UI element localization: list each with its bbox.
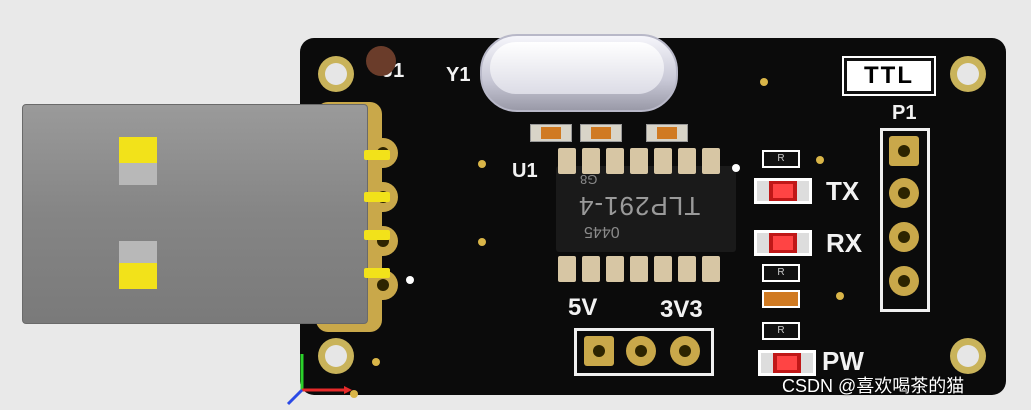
chip-pad [606,148,624,174]
resistor-rx: R [762,264,800,282]
chip-pad [630,148,648,174]
usb-pin1-dot [406,276,414,284]
crystal-y1-top [490,42,664,94]
via [760,78,768,86]
power-jumper-pin-1 [584,336,614,366]
fiducial-marker [366,46,396,76]
usb-connector [22,104,368,324]
chip-pad [654,256,672,282]
xyz-axis-icon [286,354,352,406]
resistor-tx: R [762,150,800,168]
led-rx [754,230,812,256]
capacitor-c3 [646,124,688,142]
usb-contact-2-base [119,241,157,263]
resistor-mark: R [777,325,785,336]
led-pw [758,350,816,376]
via [478,160,486,168]
capacitor-c2 [580,124,622,142]
pcb-board: J1 Y1 U1 TTL P1 G8 TLP291-4 0445 R R [300,34,1006,398]
chip-u1: G8 TLP291-4 0445 [556,166,736,252]
p1-pin-4 [889,266,919,296]
chip-pad [558,256,576,282]
chip-date-code: 0445 [584,223,620,240]
p1-pin-2 [889,178,919,208]
mount-hole-top-right [950,56,986,92]
resistor-mark: R [777,153,785,164]
resistor-pw: R [762,322,800,340]
power-jumper-outline [574,328,714,376]
power-jumper-pin-3 [670,336,700,366]
label-y1: Y1 [446,64,471,86]
usb-leg [364,192,390,202]
chip-pad [678,148,696,174]
via [478,238,486,246]
p1-pin-3 [889,222,919,252]
resistor-mark: R [777,267,785,278]
chip-pad [702,148,720,174]
label-5v: 5V [568,294,598,321]
usb-leg [364,150,390,160]
chip-pad [630,256,648,282]
label-pw: PW [822,346,864,376]
chip-pad [606,256,624,282]
usb-leg [364,230,390,240]
label-p1: P1 [892,102,917,124]
pin1-dot [732,164,740,172]
via [816,156,824,164]
label-3v3: 3V3 [660,296,703,323]
mount-hole-top-left [318,56,354,92]
power-jumper-pin-2 [626,336,656,366]
label-ttl: TTL [864,62,914,89]
via [372,358,380,366]
usb-leg [364,268,390,278]
watermark: CSDN @喜欢喝茶的猫 [782,376,965,396]
chip-pad [654,148,672,174]
led-tx [754,178,812,204]
label-rx: RX [826,228,863,258]
chip-pad [582,148,600,174]
chip-sub-mark: G8 [580,172,598,187]
usb-contact-1-base [119,163,157,185]
ttl-label-box: TTL [844,58,934,94]
p1-header-outline [880,128,930,312]
chip-part-number: TLP291-4 [578,191,701,221]
label-tx: TX [826,176,860,206]
capacitor-c1 [530,124,572,142]
via [836,292,844,300]
chip-pad [558,148,576,174]
via [350,390,358,398]
p1-pin-1 [889,136,919,166]
label-u1: U1 [512,160,538,182]
chip-pad [678,256,696,282]
resistor-mid [762,290,800,308]
mount-hole-bottom-right [950,338,986,374]
chip-pad [702,256,720,282]
chip-pad [582,256,600,282]
mount-hole-bottom-left [318,338,354,374]
